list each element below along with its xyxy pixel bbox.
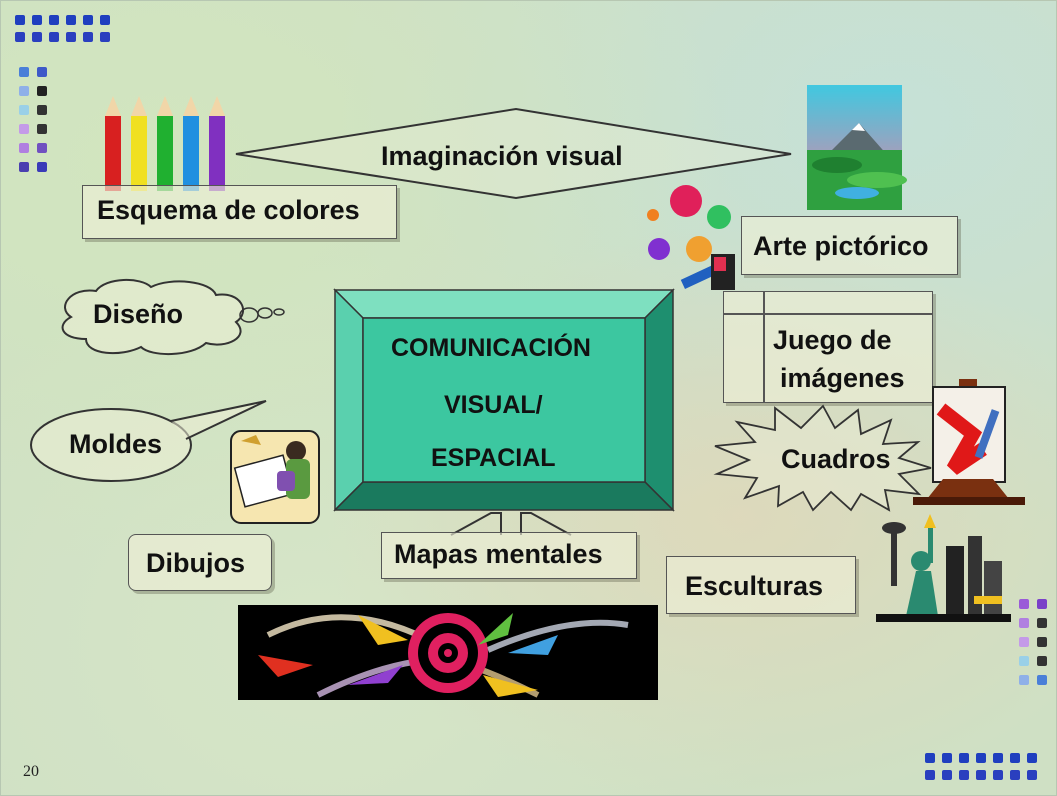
darts-target-icon bbox=[238, 605, 658, 700]
corner-squares-top-left bbox=[15, 15, 110, 42]
juego-de-imagenes-box bbox=[723, 291, 933, 403]
mapas-callout bbox=[450, 512, 572, 536]
page-number: 20 bbox=[23, 763, 39, 780]
landscape-icon bbox=[807, 85, 907, 210]
arte-pictorico-box bbox=[741, 216, 958, 275]
drafting-icon bbox=[230, 430, 320, 524]
juego-divider-vertical bbox=[763, 291, 765, 403]
arte-pictorico-label: Arte pictórico bbox=[753, 231, 929, 261]
diseno-cloud bbox=[61, 278, 285, 356]
esculturas-box bbox=[666, 556, 856, 614]
esculturas-label: Esculturas bbox=[685, 571, 824, 601]
juego-de-label: Juego de bbox=[773, 325, 892, 355]
cuadros-burst bbox=[713, 404, 932, 512]
center-line-2: VISUAL/ bbox=[444, 391, 543, 419]
center-box bbox=[333, 288, 675, 512]
dibujos-box bbox=[128, 534, 272, 591]
paint-splash-icon bbox=[647, 185, 735, 290]
center-line-1: COMUNICACIÓN bbox=[391, 334, 591, 362]
easel-icon bbox=[913, 379, 1025, 505]
mapas-mentales-label: Mapas mentales bbox=[394, 539, 603, 569]
center-line-3: ESPACIAL bbox=[431, 444, 556, 472]
imaginacion-visual-label: Imaginación visual bbox=[381, 141, 623, 171]
cuadros-label: Cuadros bbox=[781, 444, 891, 474]
left-column-squares bbox=[19, 67, 47, 172]
imaginacion-diamond bbox=[235, 107, 792, 200]
esquema-de-colores-box bbox=[82, 185, 397, 239]
moldes-label: Moldes bbox=[69, 429, 163, 459]
mapas-mentales-box bbox=[381, 532, 637, 579]
imagenes-label: imágenes bbox=[780, 363, 905, 393]
corner-squares-bottom-right bbox=[925, 753, 1037, 780]
pencils-icon bbox=[105, 96, 225, 191]
juego-divider-horizontal bbox=[723, 313, 933, 315]
statue-of-liberty-icon bbox=[876, 514, 1011, 622]
moldes-bubble bbox=[30, 400, 267, 482]
right-column-squares bbox=[1019, 599, 1047, 685]
esquema-de-colores-label: Esquema de colores bbox=[97, 195, 360, 225]
dibujos-label: Dibujos bbox=[146, 548, 245, 578]
diseno-label: Diseño bbox=[93, 299, 184, 329]
